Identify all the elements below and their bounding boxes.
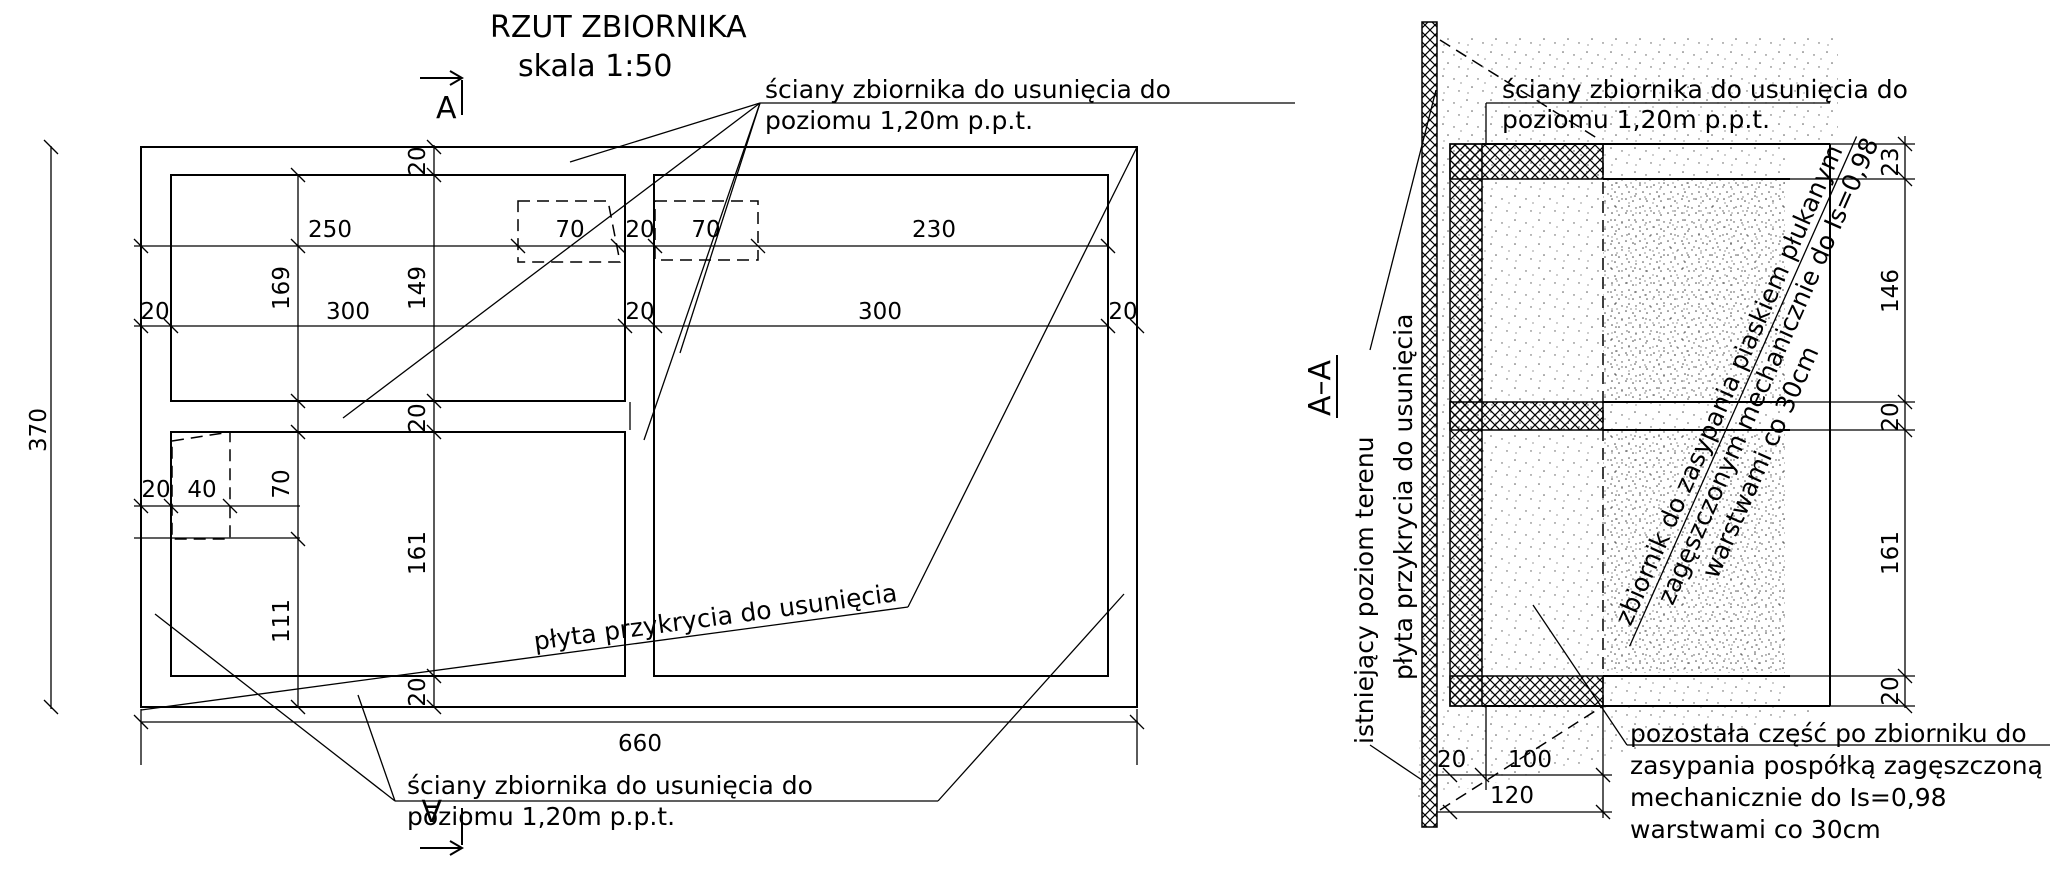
note-walls-top-2: poziomu 1,20m p.p.t. — [765, 106, 1033, 135]
dim-hatch-20: 20 — [141, 477, 170, 503]
note-walls-bottom-1: ściany zbiornika do usunięcia do — [407, 771, 813, 800]
sec-dim-100: 100 — [1508, 747, 1552, 773]
section-slab-mid — [1449, 401, 1604, 431]
section-dimension-ticks — [1442, 136, 1913, 820]
dim-row-300-left: 300 — [326, 299, 370, 325]
dim-overall-height: 370 — [26, 408, 52, 452]
dim-v-149: 149 — [405, 266, 431, 310]
plan-dimension-ticks — [43, 139, 1145, 730]
section-note-walls-2: poziomu 1,20m p.p.t. — [1502, 105, 1770, 134]
dim-top-230: 230 — [912, 217, 956, 243]
dim-v-20-bot: 20 — [405, 677, 431, 706]
note-walls-top-1: ściany zbiornika do usunięcia do — [765, 75, 1171, 104]
plan-view: RZUT ZBIORNIKA skala 1:50 A A — [26, 10, 1295, 856]
dim-row-20-right: 20 — [1108, 299, 1137, 325]
dim-v-20-top: 20 — [405, 146, 431, 175]
dim-v-111: 111 — [269, 599, 295, 643]
dim-top-250: 250 — [308, 217, 352, 243]
dim-row-300-right: 300 — [858, 299, 902, 325]
plan-title: RZUT ZBIORNIKA — [490, 10, 747, 45]
sec-dim-120: 120 — [1490, 783, 1534, 809]
plan-scale: skala 1:50 — [518, 49, 672, 84]
remaining-note-2: zasypania pospółką zagęszczoną — [1630, 751, 2043, 780]
dim-row-20-mid: 20 — [625, 299, 654, 325]
dim-row-20-left: 20 — [140, 299, 169, 325]
section-label: A–A — [1303, 360, 1338, 417]
section-slab-top — [1449, 143, 1604, 180]
chamber-top-left — [170, 174, 626, 402]
label-slab-removal: płyta przykrycia do usunięcia — [1389, 314, 1418, 680]
section-mark-top: A — [420, 70, 464, 126]
note-walls-bottom-2: poziomu 1,20m p.p.t. — [407, 802, 675, 831]
opening-dashed-1 — [517, 200, 621, 263]
fill-sand-dense-bottom — [1603, 430, 1785, 673]
dim-top-20: 20 — [625, 217, 654, 243]
sec-dim-146: 146 — [1878, 269, 1904, 313]
section-view: 23 146 20 161 20 20 100 120 A–A ściany z… — [1303, 21, 2053, 844]
section-dimension-lines — [1436, 136, 1915, 818]
section-slab-bottom — [1449, 675, 1604, 707]
dim-v-161: 161 — [405, 531, 431, 575]
dim-v-70: 70 — [269, 469, 295, 498]
dim-hatch-40: 40 — [187, 477, 216, 503]
section-outlines — [1482, 143, 1831, 707]
label-ground-level: istniejący poziom terenu — [1350, 436, 1379, 744]
sec-dim-20a: 20 — [1878, 402, 1904, 431]
plan-dimension-lines — [50, 145, 1138, 765]
section-thin-lines — [1485, 102, 1830, 790]
remaining-note-4: warstwami co 30cm — [1630, 815, 1881, 844]
svg-text:A: A — [436, 91, 457, 126]
note-slab: płyta przykrycia do usunięcia — [532, 578, 899, 656]
sec-dim-23: 23 — [1878, 147, 1904, 176]
dim-v-169: 169 — [269, 266, 295, 310]
section-leader-lines — [1369, 89, 2050, 781]
sec-dim-161: 161 — [1878, 531, 1904, 575]
sec-dim-20b: 20 — [1878, 676, 1904, 705]
section-note-walls-1: ściany zbiornika do usunięcia do — [1502, 75, 1908, 104]
chamber-right — [653, 174, 1109, 677]
remaining-note-1: pozostała część po zbiorniku do — [1630, 719, 2027, 748]
excavation-dashed — [1439, 39, 1604, 811]
dim-v-20-mid: 20 — [405, 403, 431, 432]
sec-dim-20-bottom: 20 — [1437, 747, 1466, 773]
opening-dashed-2 — [654, 200, 759, 261]
dim-overall-width: 660 — [618, 731, 662, 757]
ground-strip — [1421, 21, 1438, 828]
remaining-note-3: mechanicznie do Is=0,98 — [1630, 783, 1947, 812]
tank-outline — [140, 146, 1138, 708]
plan-leader-lines — [140, 102, 1295, 802]
